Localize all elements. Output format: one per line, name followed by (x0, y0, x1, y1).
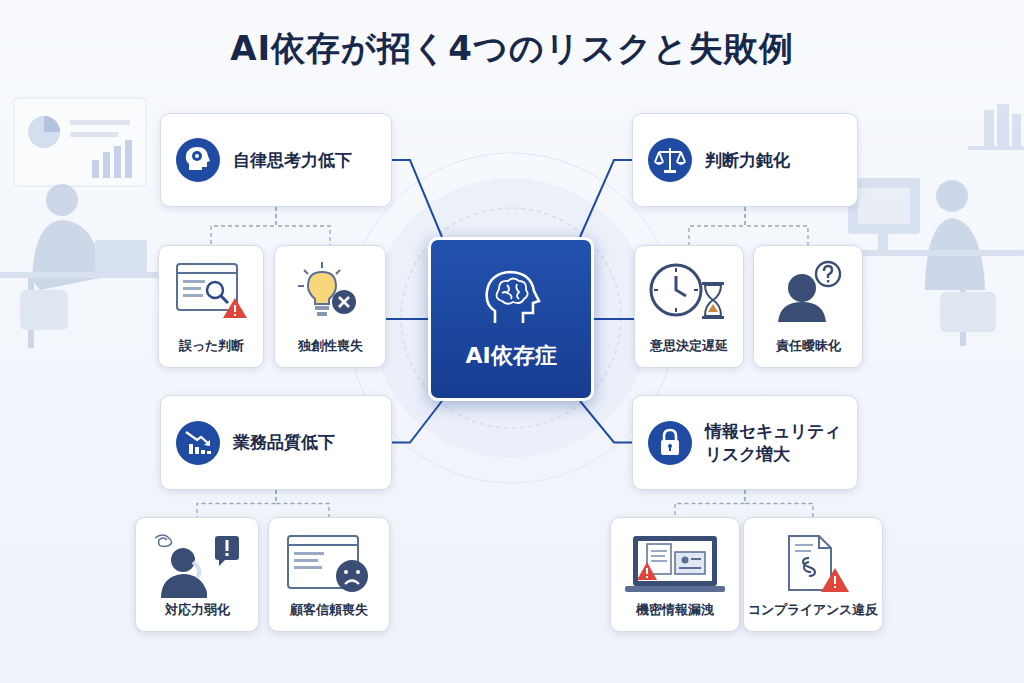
center-label: AI依存症 (465, 341, 556, 371)
example-label: 独創性喪失 (298, 337, 363, 355)
scales-icon (647, 137, 693, 183)
browser-search-warning-icon (173, 260, 249, 322)
category-label: 情報セキュリティ リスク増大 (705, 420, 848, 464)
document-warning-icon (773, 532, 853, 596)
clock-hourglass-icon (648, 260, 730, 322)
lock-icon (647, 420, 693, 466)
dashed-branch (211, 207, 276, 245)
dashed-branch (675, 490, 745, 517)
bulb-cross-icon (292, 260, 368, 322)
example-box: コンプライアンス違反 (743, 517, 883, 632)
dashed-branch (276, 490, 329, 517)
example-box: 顧客信頼喪失 (268, 517, 390, 632)
example-box: 意思決定遅延 (634, 245, 744, 368)
dashed-branch (745, 490, 813, 517)
category-label: 判断力鈍化 (705, 149, 848, 171)
example-box: 独創性喪失 (274, 245, 386, 368)
example-box: 対応力弱化 (135, 517, 259, 632)
example-label: コンプライアンス違反 (748, 601, 878, 619)
dashed-branch (197, 490, 276, 517)
category-box: 自律思考力低下 (160, 113, 392, 207)
connector-line (594, 318, 634, 320)
category-label: 業務品質低下 (233, 431, 376, 453)
example-label: 顧客信頼喪失 (290, 601, 368, 619)
connector-line (392, 160, 442, 237)
head-gear-icon (175, 137, 221, 183)
example-label: 対応力弱化 (165, 601, 230, 619)
example-label: 誤った判断 (179, 337, 244, 355)
example-box: 誤った判断 (158, 245, 264, 368)
dashed-branch (745, 207, 808, 245)
connector-line (580, 401, 632, 443)
example-label: 機密情報漏洩 (636, 601, 714, 619)
category-box: 判断力鈍化 (632, 113, 858, 207)
dashed-branch (689, 207, 745, 245)
brain-head-icon (479, 267, 543, 327)
stressed-person-icon (149, 532, 245, 598)
category-box: 業務品質低下 (160, 395, 392, 490)
browser-sad-icon (284, 532, 374, 598)
category-box: 情報セキュリティ リスク増大 (632, 395, 858, 490)
example-box: 責任曖昧化 (753, 245, 863, 368)
decline-chart-icon (175, 420, 221, 466)
example-box: 機密情報漏洩 (610, 517, 740, 632)
example-label: 責任曖昧化 (776, 337, 841, 355)
laptop-leak-icon (623, 532, 727, 596)
connector-line (392, 401, 442, 443)
example-label: 意思決定遅延 (650, 337, 728, 355)
connector-line (386, 318, 428, 320)
person-question-icon (770, 260, 846, 322)
central-box: AI依存症 (428, 237, 594, 401)
diagram-title: AI依存が招く4つのリスクと失敗例 (0, 26, 1024, 72)
dashed-branch (276, 207, 330, 245)
category-label: 自律思考力低下 (233, 149, 376, 171)
connector-line (580, 160, 632, 237)
